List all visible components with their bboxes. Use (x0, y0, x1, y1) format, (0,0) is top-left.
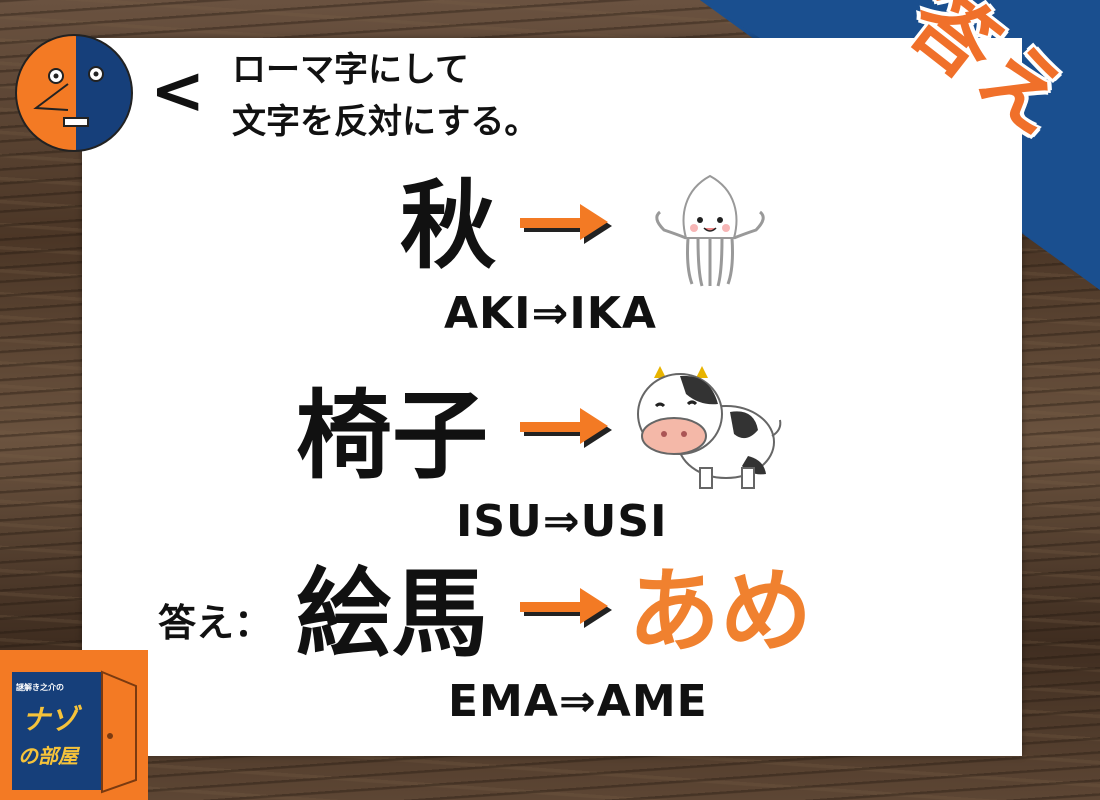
row-1-kanji: 秋 (400, 170, 496, 282)
speech-pointer: < (150, 52, 206, 129)
row-3-kanji: 絵馬 (296, 558, 488, 670)
logo-main-text: ナゾ (22, 703, 79, 736)
row-2-romaji: ISU⇒USI (456, 496, 668, 547)
row-3-arrow-icon (520, 588, 612, 628)
hint-text: ローマ字にして 文字を反対にする。 (232, 44, 538, 148)
hint-line-1: ローマ字にして (232, 50, 469, 90)
squid-illustration-icon (655, 174, 765, 287)
hint-line-2: 文字を反対にする。 (232, 102, 539, 142)
row-3-romaji: EMA⇒AME (448, 676, 708, 727)
cow-illustration-icon (637, 366, 782, 489)
row-1-arrow-icon (520, 204, 612, 244)
door-panel (12, 672, 102, 790)
logo-sub-text: の部屋 (18, 744, 78, 768)
row-2-arrow-icon (520, 408, 612, 448)
character-avatar-icon (15, 34, 133, 152)
site-logo: 謎解き之介の ナゾ の部屋 (0, 650, 148, 800)
puzzle-card (82, 38, 1022, 756)
row-2-kanji: 椅子 (296, 380, 488, 492)
answer-word: あめ (628, 558, 813, 665)
logo-small-text: 謎解き之介の (16, 683, 64, 692)
row-1-romaji: AKI⇒IKA (444, 288, 657, 339)
answer-label: 答え： (158, 601, 273, 645)
door-icon (101, 670, 137, 794)
